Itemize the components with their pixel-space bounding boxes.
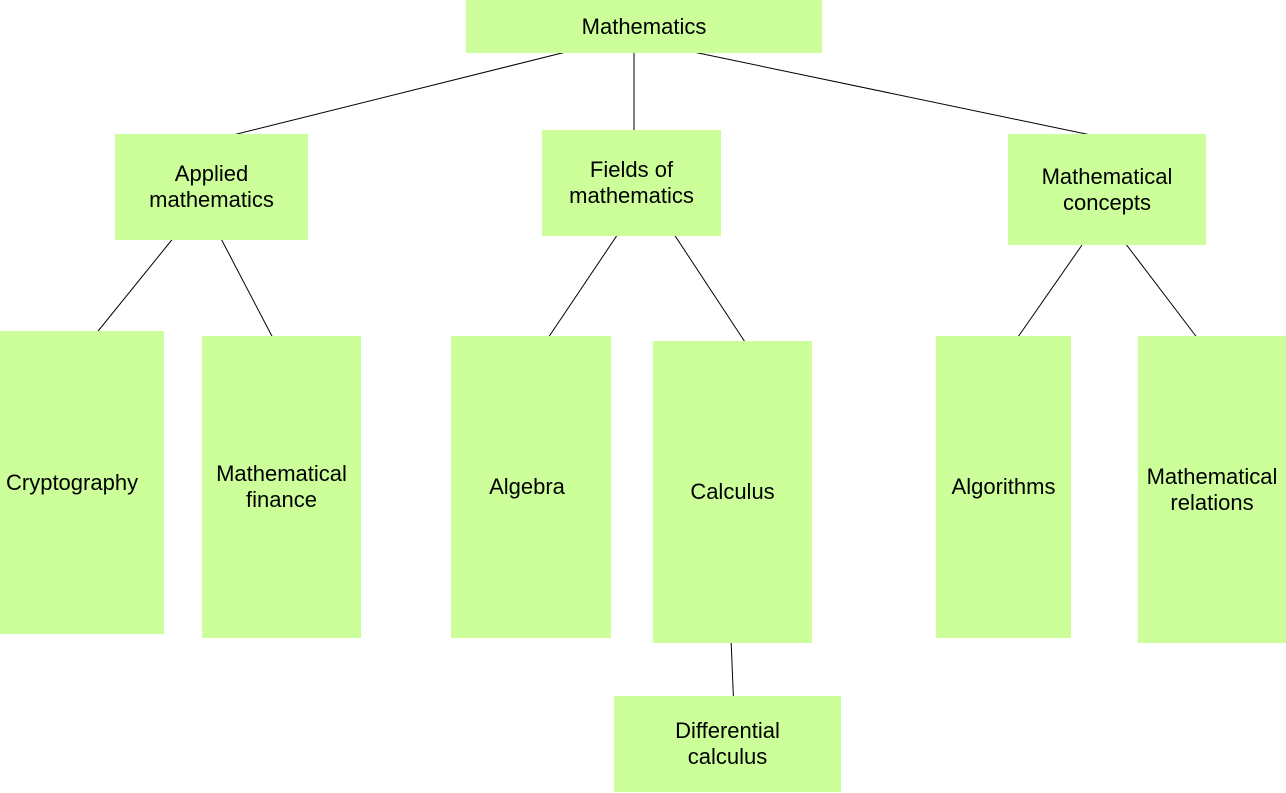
edge-applied-finance — [216, 230, 276, 343]
node-mathematics: Mathematics — [466, 0, 822, 53]
edge-applied-cryptography — [85, 230, 180, 347]
node-mathematical-relations: Mathematical relations — [1138, 336, 1286, 643]
node-calculus: Calculus — [653, 341, 812, 643]
edge-fields-calculus — [661, 215, 746, 343]
node-fields-of-mathematics: Fields of mathematics — [542, 130, 721, 236]
edge-concepts-relations — [1118, 234, 1212, 357]
edge-concepts-algorithms — [1017, 244, 1083, 338]
node-algorithms: Algorithms — [936, 336, 1071, 638]
node-mathematical-concepts: Mathematical concepts — [1008, 134, 1206, 245]
node-mathematical-finance: Mathematical finance — [202, 336, 361, 638]
node-differential-calculus: Differential calculus — [614, 696, 841, 792]
node-applied-mathematics: Applied mathematics — [115, 134, 308, 240]
node-cryptography: Cryptography — [0, 331, 164, 634]
edge-mathematics-concepts — [678, 48, 1111, 140]
edge-fields-algebra — [541, 215, 631, 348]
edge-mathematics-applied — [220, 48, 579, 139]
node-algebra: Algebra — [451, 336, 611, 638]
